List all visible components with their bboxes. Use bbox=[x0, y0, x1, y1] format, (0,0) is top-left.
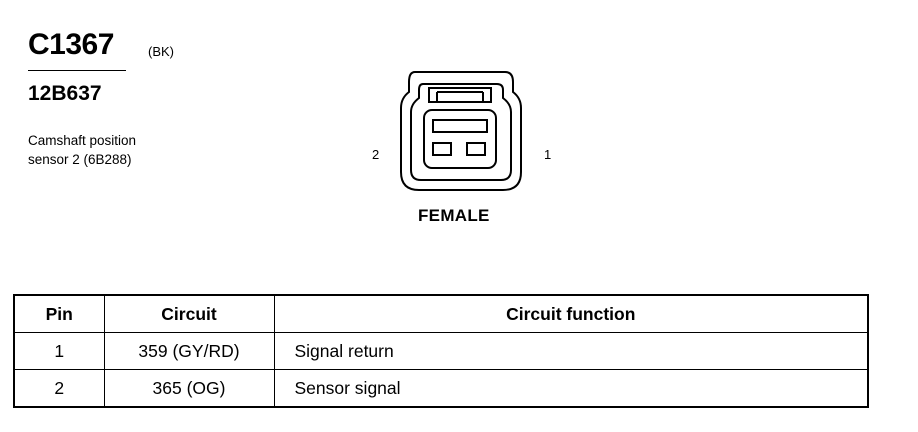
cell-circuit: 365 (OG) bbox=[103, 369, 275, 408]
cell-circuit: 359 (GY/RD) bbox=[103, 332, 275, 370]
cell-pin: 2 bbox=[13, 369, 105, 408]
header-circuit: Circuit bbox=[103, 294, 275, 333]
component-description: Camshaft position sensor 2 (6B288) bbox=[28, 131, 136, 169]
connector-inner-shell bbox=[410, 83, 512, 181]
cell-function: Signal return bbox=[273, 332, 869, 370]
description-line-2: sensor 2 (6B288) bbox=[28, 152, 132, 167]
terminal-cavity-2 bbox=[432, 142, 452, 156]
title-divider bbox=[28, 70, 126, 71]
header-pin: Pin bbox=[13, 294, 105, 333]
description-line-1: Camshaft position bbox=[28, 133, 137, 148]
part-number: 12B637 bbox=[28, 82, 102, 105]
cell-pin: 1 bbox=[13, 332, 105, 370]
terminal-cavity-1 bbox=[466, 142, 486, 156]
gender-label: FEMALE bbox=[418, 206, 490, 225]
header-circuit-function: Circuit function bbox=[273, 294, 869, 333]
locking-tab bbox=[428, 87, 492, 103]
connector-color-code: (BK) bbox=[148, 44, 174, 59]
pin-label-1: 1 bbox=[544, 147, 552, 162]
terminal-housing bbox=[423, 109, 497, 169]
connector-id: C1367 bbox=[28, 28, 114, 61]
pin-label-2: 2 bbox=[372, 147, 380, 162]
connector-face-diagram bbox=[400, 71, 522, 191]
table-row: 1 359 (GY/RD) Signal return bbox=[13, 332, 869, 370]
key-slot bbox=[432, 119, 488, 133]
table-row: 2 365 (OG) Sensor signal bbox=[13, 369, 869, 408]
cell-function: Sensor signal bbox=[273, 369, 869, 408]
connector-outer-shell bbox=[400, 71, 522, 191]
table-header-row: Pin Circuit Circuit function bbox=[13, 294, 869, 333]
pinout-table: Pin Circuit Circuit function 1 359 (GY/R… bbox=[13, 294, 869, 408]
